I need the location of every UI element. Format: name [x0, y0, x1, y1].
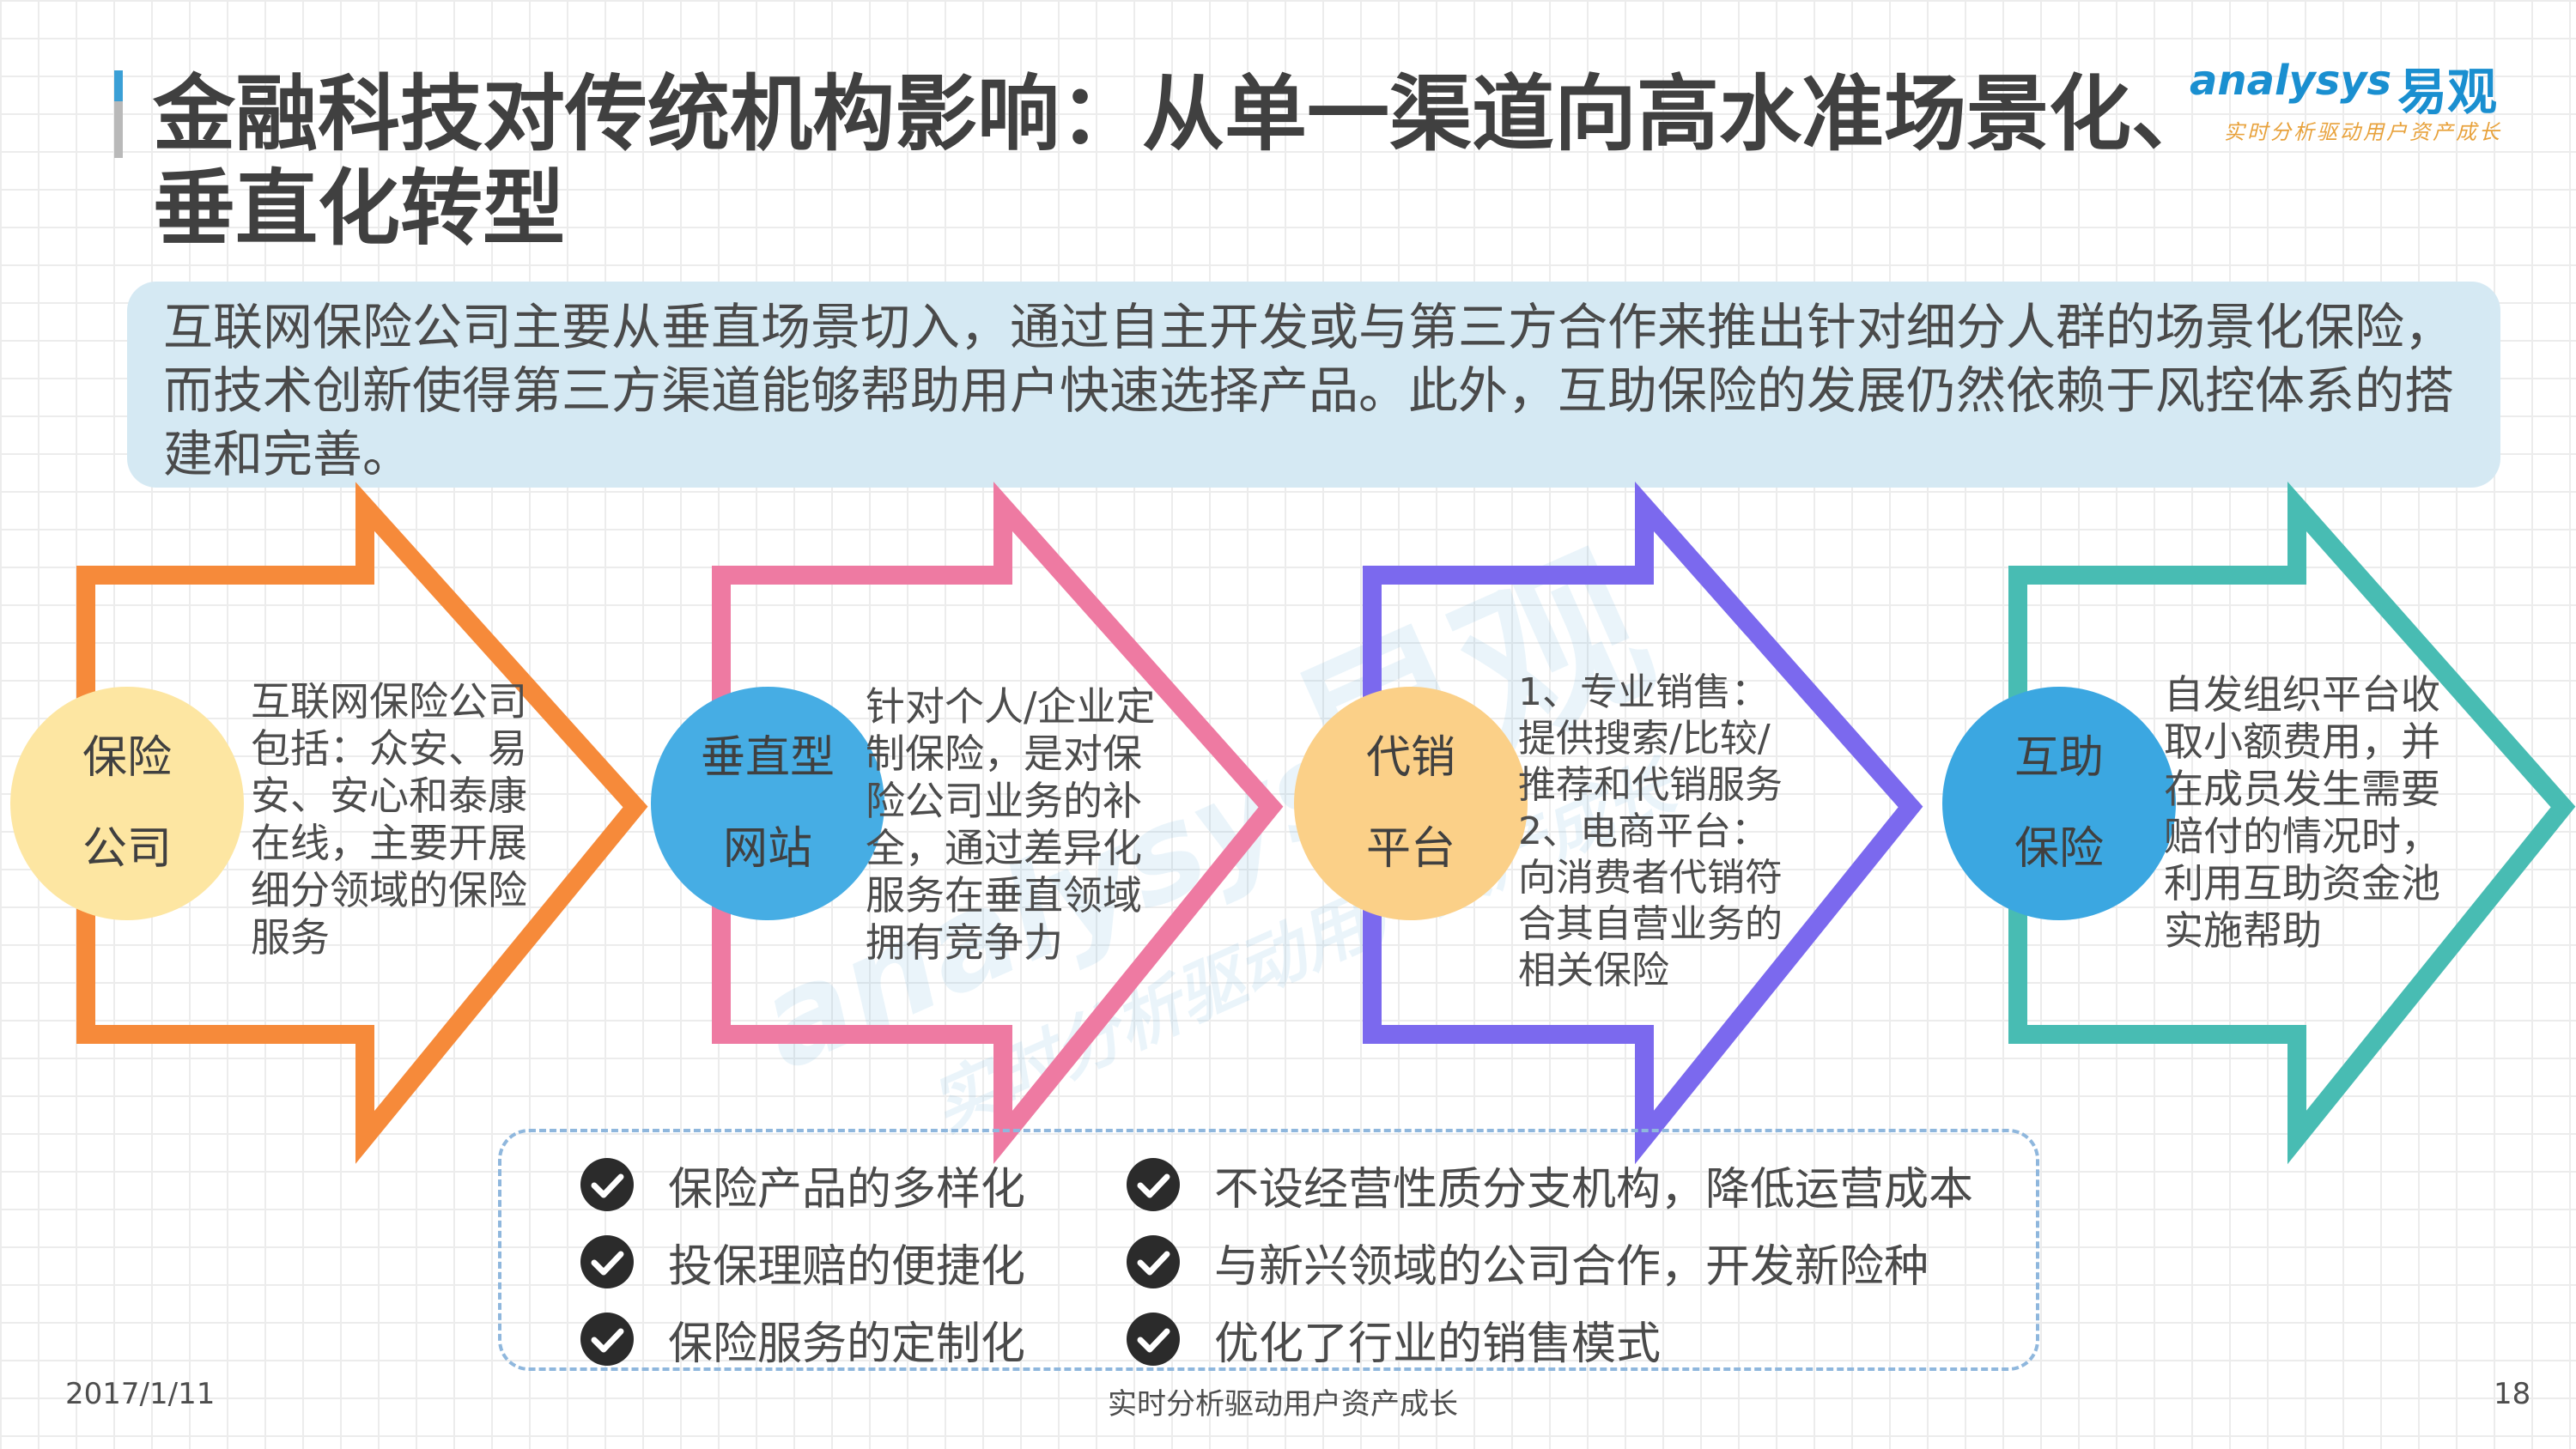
flow-arrow-agency-platform [1363, 481, 1923, 1165]
stage-circle-insurance-company: 保险 公司 [10, 687, 244, 920]
stage-label-line2: 网站 [722, 823, 812, 875]
description-line: 推荐和代销服务 [1518, 763, 1783, 807]
description-line: 在线，主要开展 [251, 820, 527, 866]
stage-label-line2: 保险 [2014, 823, 2104, 875]
title-accent-blue [114, 70, 123, 101]
stage-label-line1: 保险 [82, 732, 172, 784]
description-line: 拥有竞争力 [866, 919, 1063, 966]
description-line: 针对个人/企业定 [866, 683, 1156, 730]
stage-label-line1: 垂直型 [700, 732, 835, 784]
description-line: 2、电商平台： [1518, 809, 1769, 853]
description-line: 实施帮助 [2164, 907, 2322, 954]
description-line: 服务 [251, 914, 330, 961]
stage-description-vertical-website: 针对个人/企业定 制保险，是对保 险公司业务的补 全，通过差异化 服务在垂直领域… [866, 683, 1156, 967]
flow-arrow-mutual-insurance [2008, 481, 2576, 1165]
stage-label-line2: 平台 [1365, 823, 1455, 875]
benefit-item: 与新兴领域的公司合作，开发新险种 [1127, 1235, 1929, 1293]
benefit-label: 优化了行业的销售模式 [1214, 1318, 1662, 1370]
benefit-label: 投保理赔的便捷化 [668, 1240, 1026, 1293]
benefit-item: 保险服务的定制化 [580, 1313, 1025, 1370]
stage-label-line1: 互助 [2014, 732, 2104, 784]
benefit-label: 与新兴领域的公司合作，开发新险种 [1214, 1240, 1929, 1293]
description-line: 合其自营业务的 [1518, 902, 1783, 946]
description-line: 提供搜索/比较/ [1518, 717, 1771, 761]
check-circle-icon [1127, 1235, 1180, 1288]
brand-logo: analysys 易观 实时分析驱动用户资产成长 [2181, 57, 2550, 151]
description-line: 在成员发生需要 [2164, 766, 2440, 812]
stage-label-line2: 公司 [82, 823, 172, 875]
benefit-label: 保险服务的定制化 [668, 1318, 1026, 1370]
title-accent-bar [114, 70, 123, 158]
intro-line: 建和完善。 [163, 425, 413, 483]
stage-description-agency-platform: 1、专业销售： 提供搜索/比较/ 推荐和代销服务 2、电商平台： 向消费者代销符… [1518, 670, 1783, 994]
description-line: 险公司业务的补 [866, 778, 1142, 824]
description-line: 利用互助资金池 [2164, 860, 2440, 906]
page-title-line2: 垂直化转型 [153, 161, 565, 257]
stage-label-line1: 代销 [1365, 732, 1455, 784]
description-line: 细分领域的保险 [251, 867, 527, 913]
stage-circle-vertical-website: 垂直型 网站 [651, 687, 884, 920]
benefit-label: 不设经营性质分支机构，降低运营成本 [1214, 1163, 1974, 1216]
logo-tagline: 实时分析驱动用户资产成长 [2224, 120, 2502, 144]
description-line: 1、专业销售： [1518, 670, 1769, 714]
footer-tagline: 实时分析驱动用户资产成长 [1108, 1387, 1458, 1422]
description-line: 赔付的情况时， [2164, 813, 2440, 859]
stage-description-insurance-company: 互联网保险公司 包括：众安、易 安、安心和泰康 在线，主要开展 细分领域的保险 … [251, 678, 527, 961]
footer-date: 2017/1/11 [65, 1377, 216, 1411]
description-line: 全，通过差异化 [866, 825, 1142, 871]
logo-chinese: 易观 [2397, 63, 2498, 121]
description-line: 包括：众安、易 [251, 725, 527, 772]
benefit-item: 投保理赔的便捷化 [580, 1235, 1025, 1293]
check-circle-icon [580, 1158, 634, 1211]
intro-summary-box: 互联网保险公司主要从垂直场景切入，通过自主开发或与第三方合作来推出针对细分人群的… [127, 282, 2500, 488]
description-line: 安、安心和泰康 [251, 773, 527, 819]
benefit-item: 优化了行业的销售模式 [1127, 1313, 1661, 1370]
title-accent-gray [114, 101, 123, 158]
benefit-item: 保险产品的多样化 [580, 1158, 1025, 1216]
benefit-item: 不设经营性质分支机构，降低运营成本 [1127, 1158, 1973, 1216]
check-circle-icon [1127, 1313, 1180, 1366]
check-circle-icon [580, 1313, 634, 1366]
intro-line: 而技术创新使得第三方渠道能够帮助用户快速选择产品。此外，互助保险的发展仍然依赖于… [163, 361, 2455, 420]
page-number: 18 [2494, 1377, 2531, 1411]
page-title-line1: 金融科技对传统机构影响：从单一渠道向高水准场景化、 [153, 66, 2214, 162]
description-line: 服务在垂直领域 [866, 872, 1142, 919]
description-line: 相关保险 [1518, 949, 1669, 992]
description-line: 互联网保险公司 [251, 678, 527, 724]
stage-circle-agency-platform: 代销 平台 [1294, 687, 1528, 920]
check-circle-icon [1127, 1158, 1180, 1211]
flow-arrow-insurance-company [76, 482, 648, 1164]
benefits-box: 保险产品的多样化 投保理赔的便捷化 保险服务的定制化 不设经营性质分支机构，降低… [498, 1129, 2039, 1371]
page-title: 金融科技对传统机构影响：从单一渠道向高水准场景化、 垂直化转型 [153, 67, 2300, 256]
stage-circle-mutual-insurance: 互助 保险 [1942, 687, 2176, 920]
description-line: 制保险，是对保 [866, 731, 1142, 777]
description-line: 向消费者代销符 [1518, 856, 1783, 900]
stage-description-mutual-insurance: 自发组织平台收 取小额费用，并 在成员发生需要 赔付的情况时， 利用互助资金池 … [2164, 671, 2440, 955]
benefit-label: 保险产品的多样化 [668, 1163, 1026, 1216]
logo-english: analysys [2190, 57, 2392, 105]
flow-arrow-vertical-website [712, 482, 1284, 1165]
description-line: 自发组织平台收 [2164, 671, 2440, 718]
check-circle-icon [580, 1235, 634, 1288]
description-line: 取小额费用，并 [2164, 718, 2440, 765]
intro-line: 互联网保险公司主要从垂直场景切入，通过自主开发或与第三方合作来推出针对细分人群的… [163, 298, 2455, 356]
